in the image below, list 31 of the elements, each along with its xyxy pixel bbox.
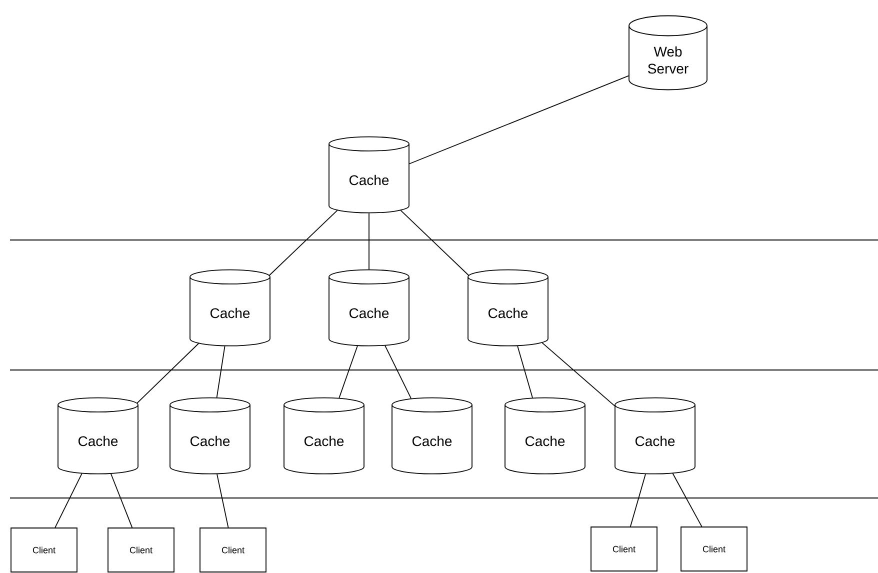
connector-line <box>630 474 646 527</box>
client-box: Client <box>108 528 174 572</box>
server-cylinder: Web Server <box>628 15 708 90</box>
connector-line <box>400 210 469 276</box>
connector-line <box>338 346 358 398</box>
connector-line <box>110 473 133 528</box>
cache-cylinder: Cache <box>190 269 270 346</box>
connector-line <box>54 473 82 528</box>
connector-line <box>517 346 533 398</box>
connector-line <box>409 75 629 164</box>
cache-cylinder: Cache <box>392 397 472 474</box>
cache-cylinder: Cache <box>614 397 696 474</box>
client-box: Client <box>590 526 658 572</box>
connector-line <box>216 346 226 398</box>
client-box: Client <box>10 528 78 572</box>
cache-cylinder: Cache <box>284 397 364 474</box>
cache-cylinder: Cache <box>328 269 410 346</box>
cache-cylinder: Cache <box>328 136 410 214</box>
cache-cylinder: Cache <box>58 397 138 474</box>
client-box: Client <box>680 526 748 572</box>
client-box: Client <box>200 528 266 572</box>
connector-line <box>136 343 199 404</box>
connector-line <box>384 345 412 399</box>
connector-line <box>542 342 615 406</box>
cache-cylinder: Cache <box>468 269 548 346</box>
connector-line <box>368 212 370 270</box>
cache-cylinder: Cache <box>170 397 250 474</box>
cache-cylinder: Cache <box>504 397 586 474</box>
connector-line <box>672 473 702 527</box>
connector-line <box>269 210 338 276</box>
connector-line <box>216 474 229 528</box>
